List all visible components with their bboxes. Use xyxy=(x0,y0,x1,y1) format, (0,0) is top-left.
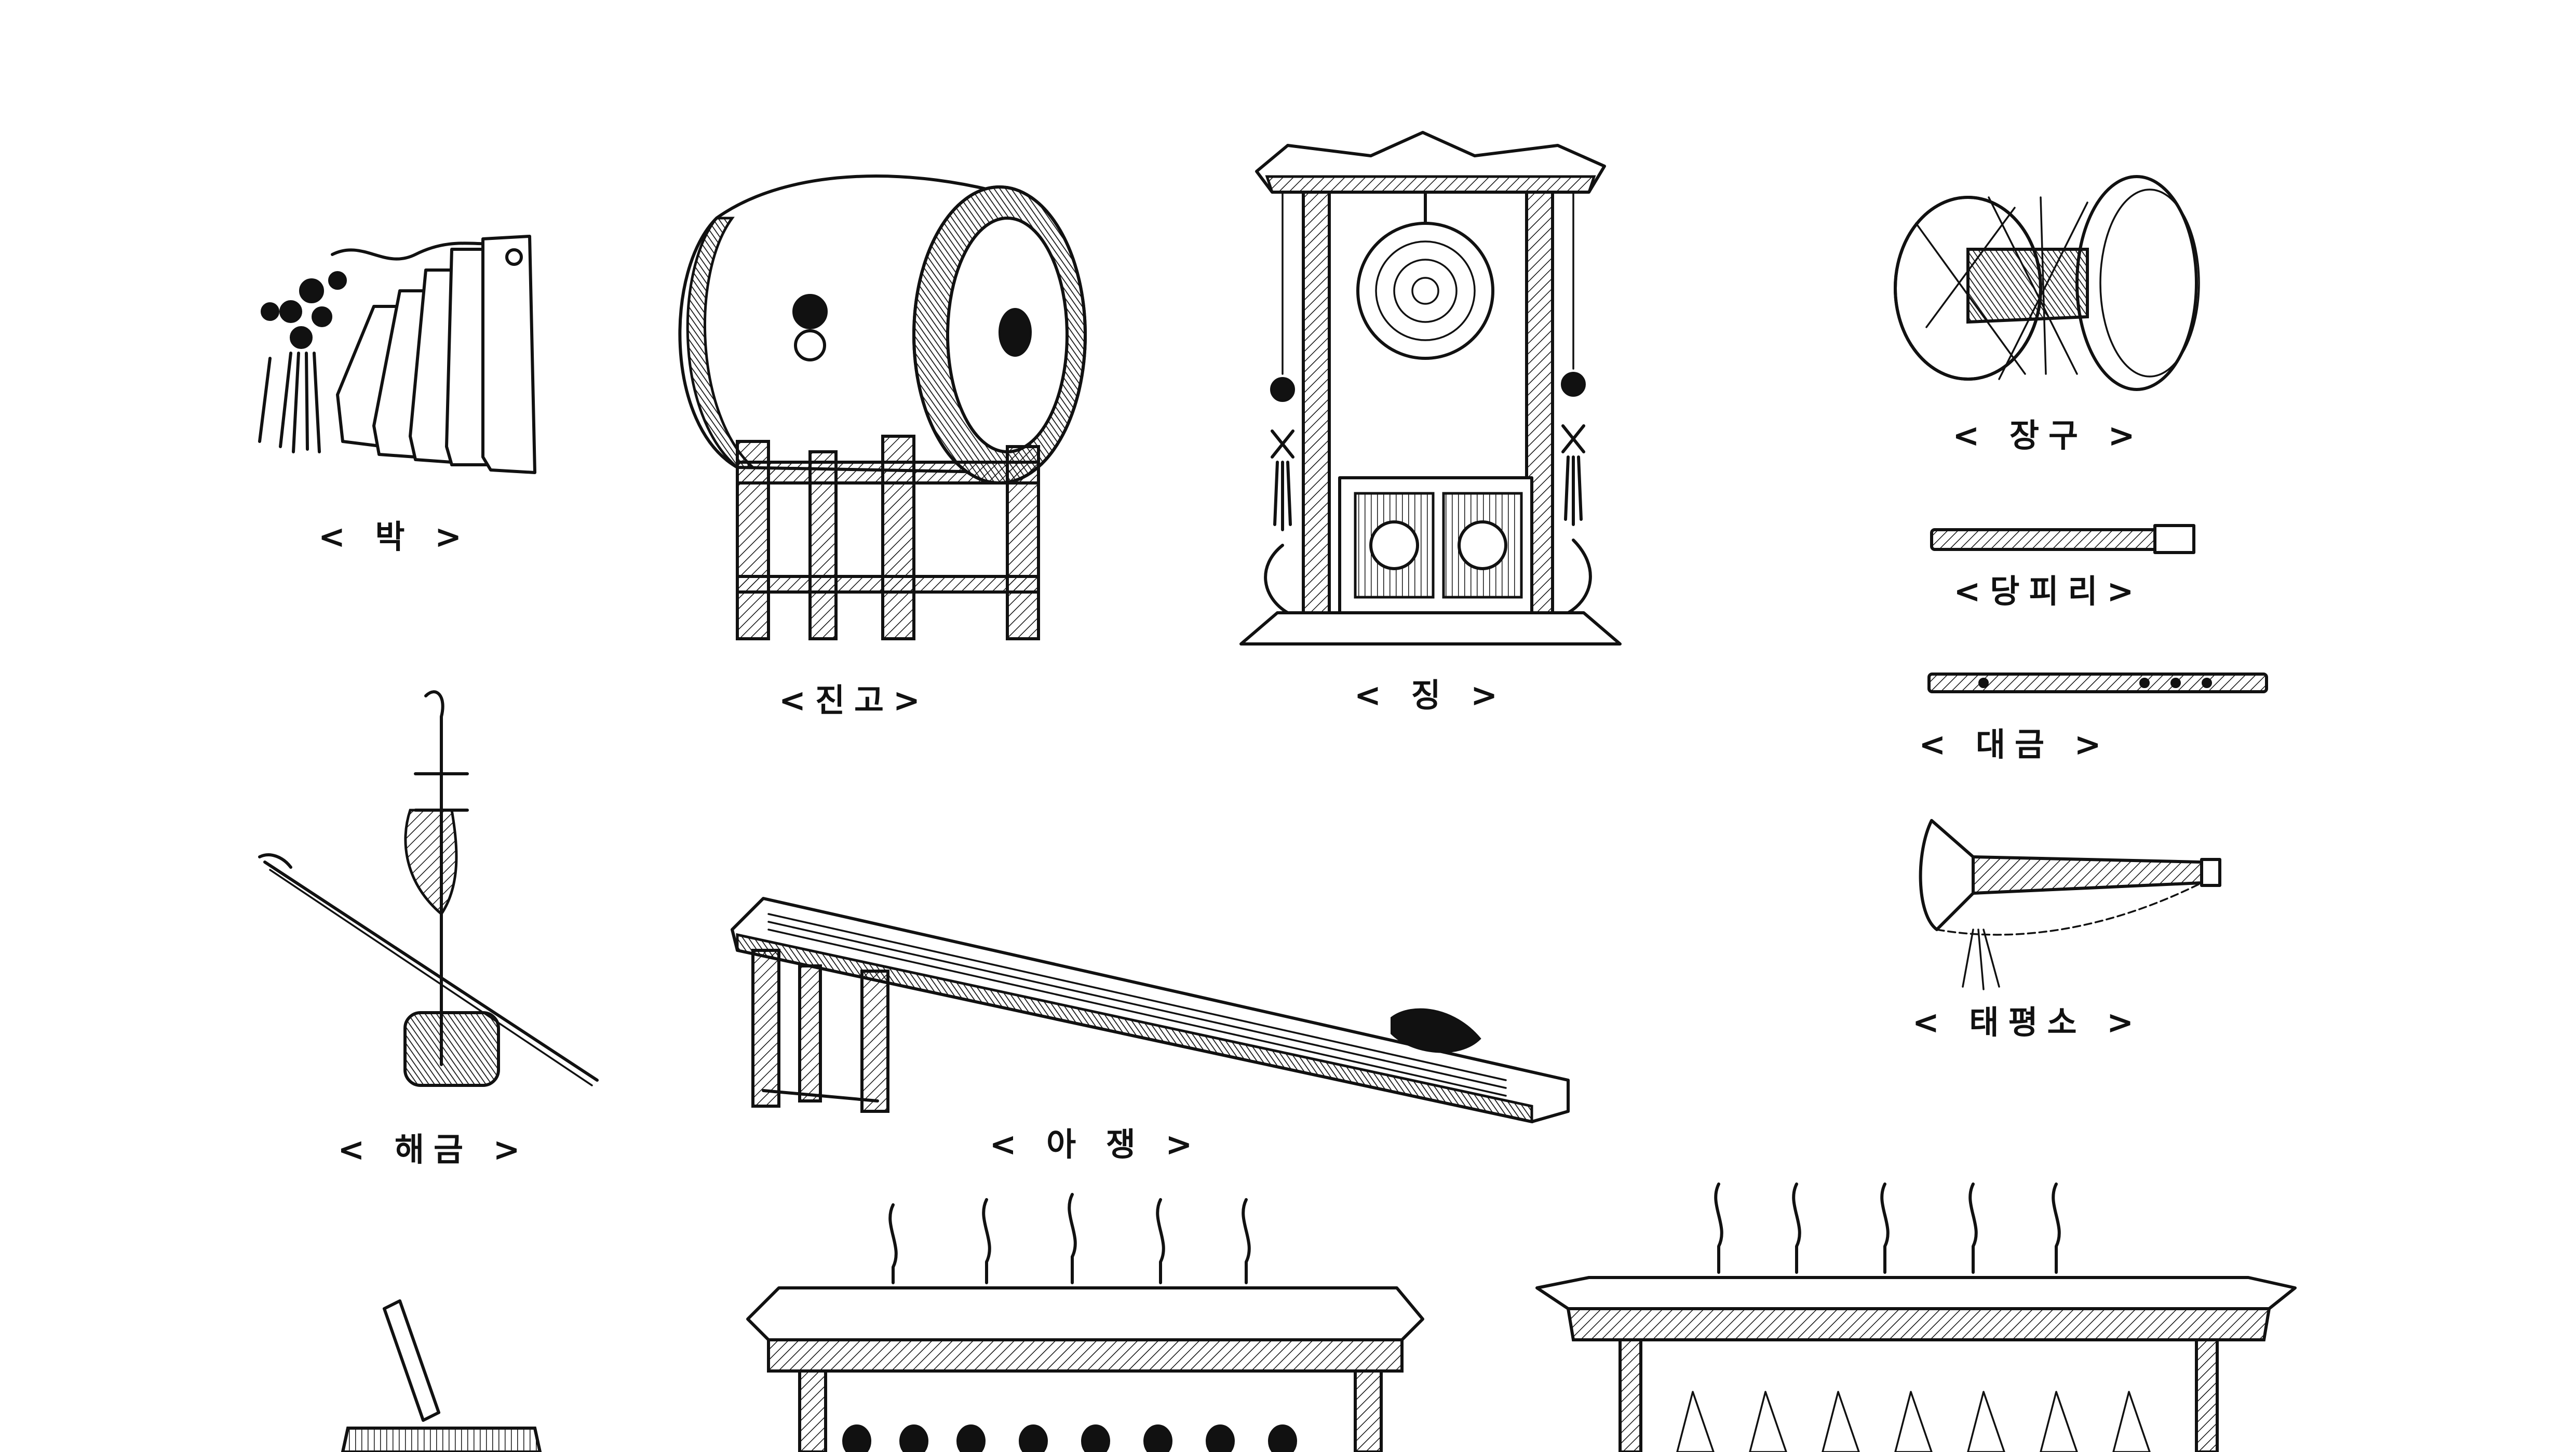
jingo-drawing xyxy=(678,174,1087,640)
jingo-ring-ornament xyxy=(792,294,828,361)
jing-drawing xyxy=(1239,131,1622,646)
bak-label: < 박 > xyxy=(318,518,471,556)
taepyeongso-label: < 태평소 > xyxy=(1912,1003,2143,1041)
dangpiri-label: <당피리> xyxy=(1953,572,2143,610)
daegeum-drawing xyxy=(1927,673,2268,693)
pyeongyeong-finials xyxy=(1714,1182,2061,1274)
daegeum-label: < 대금 > xyxy=(1919,725,2110,763)
pyeonjong-finials xyxy=(888,1193,1251,1284)
dangpiri-drawing xyxy=(1930,524,2195,554)
haegeum-drawing xyxy=(258,690,599,1087)
pyeonjong-drawing xyxy=(746,1193,1424,1452)
ajaeng-drawing xyxy=(731,897,1570,1124)
taepyeongso-drawing xyxy=(1919,819,2221,990)
bak-drawing xyxy=(258,235,536,474)
ajaeng-label: < 아 쟁 > xyxy=(990,1125,1202,1163)
haegeum-label: < 해금 > xyxy=(338,1131,529,1168)
jing-tassel-right xyxy=(1561,191,1586,526)
janggu-drawing xyxy=(1894,175,2200,391)
jingo-label: <진고> xyxy=(779,681,929,719)
jing-tassel-left xyxy=(1270,191,1295,531)
pyeongyeong-drawing xyxy=(1535,1182,2297,1452)
jing-label: < 징 > xyxy=(1354,676,1507,714)
bak-slats xyxy=(336,235,536,474)
jingo-stand xyxy=(736,435,1040,640)
janggu-label: < 장구 > xyxy=(1952,416,2144,454)
bangnaegi-drawing xyxy=(341,1299,542,1452)
